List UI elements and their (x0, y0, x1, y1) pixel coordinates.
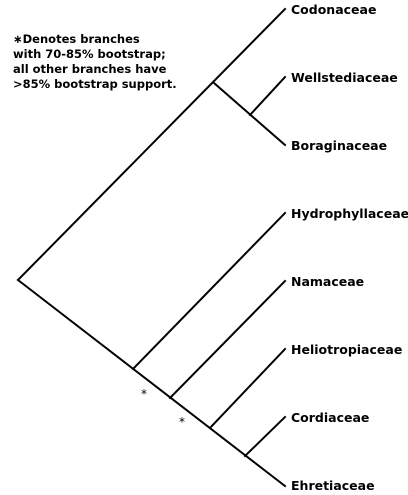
bootstrap-note: ∗Denotes branches with 70-85% bootstrap;… (13, 32, 213, 92)
taxon-label-namaceae: Namaceae (291, 274, 364, 289)
note-line-4: >85% bootstrap support. (13, 77, 177, 91)
branch-hydrophyllaceae (131, 211, 287, 371)
taxon-label-codonaceae: Codonaceae (291, 2, 376, 17)
branch-wellstediaceae (248, 75, 287, 117)
taxon-label-wellstediaceae: Wellstediaceae (291, 70, 398, 85)
taxon-label-ehretiaceae: Ehretiaceae (291, 478, 375, 493)
branch-cordiaceae (243, 415, 287, 458)
branch-boraginaceae (212, 81, 287, 147)
bootstrap-marker-2: * (179, 415, 185, 429)
note-line-2: with 70-85% bootstrap; (13, 47, 166, 61)
branch-root-to-codonaceae (16, 7, 287, 282)
bootstrap-marker-1: * (141, 387, 147, 401)
taxon-label-heliotropiaceae: Heliotropiaceae (291, 342, 402, 357)
taxon-label-hydrophyllaceae: Hydrophyllaceae (291, 206, 408, 221)
note-line-3: all other branches have (13, 62, 167, 76)
taxon-label-cordiaceae: Cordiaceae (291, 410, 369, 425)
branch-root-to-ehretiaceae (16, 278, 287, 488)
taxon-label-boraginaceae: Boraginaceae (291, 138, 387, 153)
branch-namaceae (168, 279, 287, 400)
branch-heliotropiaceae (208, 347, 287, 430)
note-line-1: ∗Denotes branches (13, 32, 140, 46)
